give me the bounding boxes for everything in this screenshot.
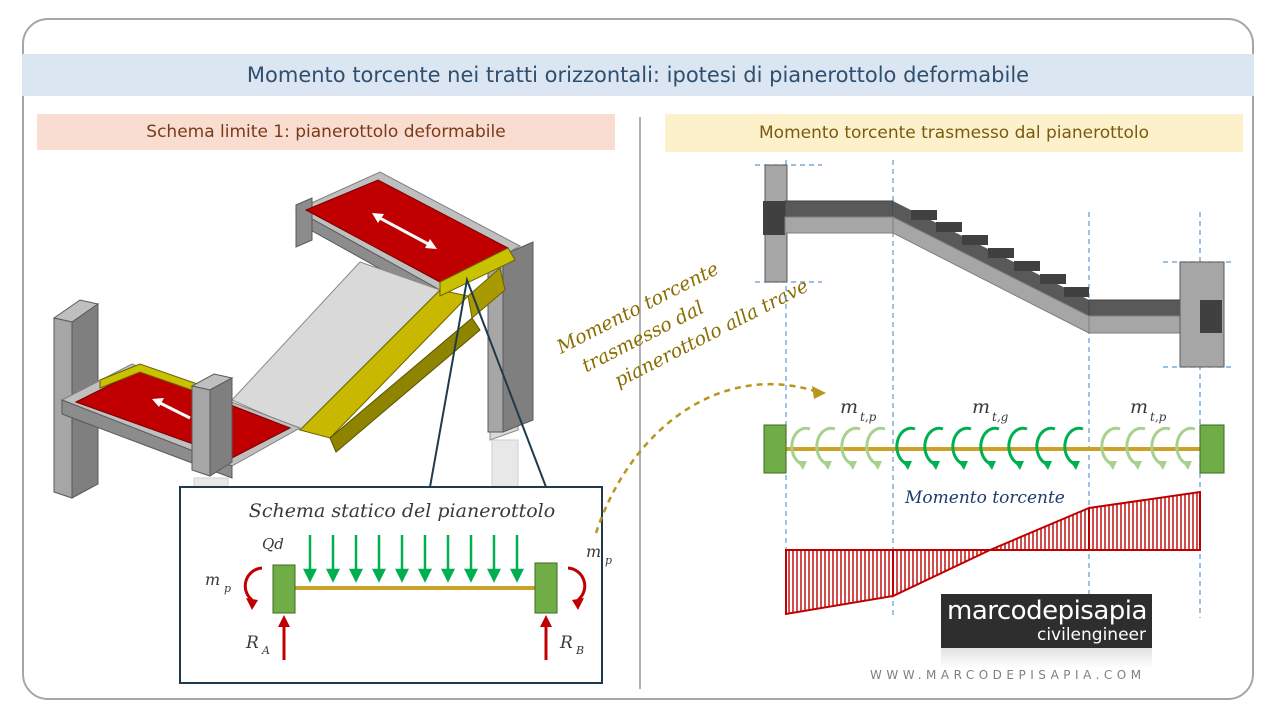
svg-text:t,p: t,p [1150,410,1167,424]
torque-arc [1175,426,1196,466]
logo-reflection [941,648,1152,668]
static-scheme-inset: Schema statico del pianerottolo Qd m p m… [179,486,612,684]
torque-arc-head [822,461,832,470]
logo-line1: marcodepisapia [947,596,1147,626]
torque-arc [865,426,886,466]
annotation-dashed-arrow [594,382,819,534]
load-label: Qd [262,535,284,553]
torque-segment-4 [1088,490,1201,551]
torque-arc [1100,426,1121,466]
slide-title: Momento torcente nei tratti orizzontali:… [22,54,1254,96]
torque-arc-head [986,461,996,470]
torque-arc-head [797,461,807,470]
torque-arc-head [1132,461,1142,470]
beam-support-right [1199,424,1225,474]
inset-title: Schema statico del pianerottolo [249,500,555,522]
mt-p-right-label: m [1130,396,1148,418]
torque-arc [840,426,861,466]
torque-arc-head [1157,461,1167,470]
torque-diagram-label: Momento torcente [904,488,1065,508]
torque-arc-head [1182,461,1192,470]
support-a [272,564,296,614]
torque-arc [790,426,811,466]
torque-arc-head [902,461,912,470]
torque-segment-1 [785,549,894,616]
torque-beam: m t,p m t,g m t,p [763,396,1225,474]
torque-arc-head [958,461,968,470]
moment-right-label: m [586,542,601,561]
brand-logo: marcodepisapia civilengineer [941,594,1152,648]
website-url: WWW.MARCODEPISAPIA.COM [870,668,1146,682]
torque-arc [951,426,972,466]
svg-text:A: A [261,644,270,657]
right-panel-title: Momento torcente trasmesso dal pianerott… [665,114,1243,152]
torque-arc [1125,426,1146,466]
torque-arc [1035,426,1056,466]
torque-arc-head [1107,461,1117,470]
torque-arc [923,426,944,466]
torque-arc-head [930,461,940,470]
torque-segment-3 [989,506,1090,551]
svg-text:p: p [605,554,612,567]
svg-text:t,p: t,p [860,410,877,424]
torque-arc-head [1014,461,1024,470]
torque-arc-head [872,461,882,470]
svg-text:t,g: t,g [992,410,1009,424]
torque-arc [1007,426,1028,466]
reaction-a-label: R [245,633,259,653]
left-panel-title: Schema limite 1: pianerottolo deformabil… [37,114,615,150]
torque-arc-head [1042,461,1052,470]
distributed-load [302,535,525,583]
callout-pointer [429,276,547,488]
beam-support-left [763,424,787,474]
torque-segment-2 [892,549,991,598]
panel-divider [639,117,641,689]
moment-left-arrow [243,566,263,602]
moment-left-label: m [205,570,220,589]
mt-p-left-label: m [840,396,858,418]
moment-right-arrow [567,566,587,602]
torque-arcs [790,426,1196,470]
svg-text:p: p [224,582,231,595]
torque-arc [1150,426,1171,466]
reaction-b-label: R [559,633,573,653]
torque-arc [1063,426,1084,466]
torque-diagram: Momento torcente [785,488,1201,616]
torque-arc-head [1070,461,1080,470]
logo-line2: civilengineer [1036,625,1146,645]
torque-arc [895,426,916,466]
svg-text:B: B [575,644,584,657]
support-b [534,562,558,614]
torque-arc [815,426,836,466]
torque-arc-head [847,461,857,470]
torque-arc [979,426,1000,466]
mt-g-label: m [972,396,990,418]
stair-elevation [755,160,1235,618]
